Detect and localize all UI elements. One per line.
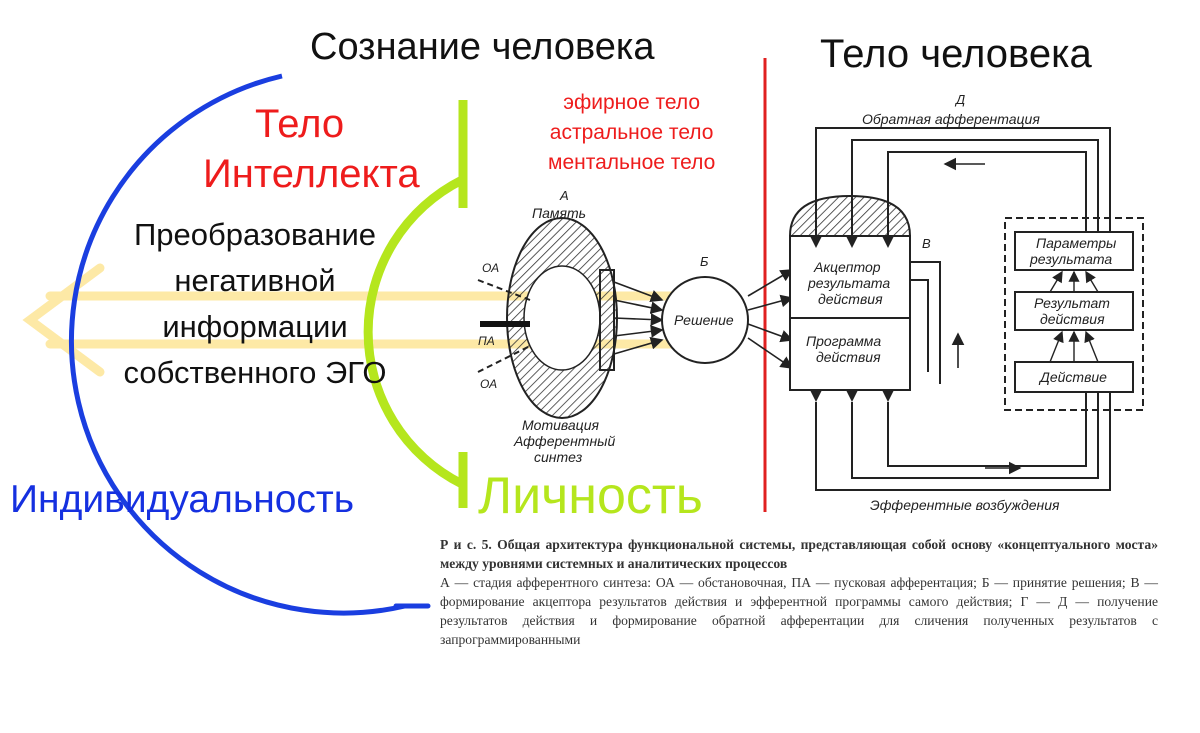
decision-circle bbox=[661, 276, 749, 364]
intellect-body-label-2: Интеллекта bbox=[203, 152, 420, 196]
label-efferent: Эфферентные возбуждения bbox=[870, 497, 1060, 513]
label-params-2: результата bbox=[1029, 251, 1112, 267]
label-motivation: Мотивация bbox=[522, 417, 599, 433]
afferent-synthesis-block bbox=[477, 217, 664, 419]
figure-caption: Р и с. 5. Общая архитектура функциональн… bbox=[440, 535, 1158, 649]
results-dashed-frame bbox=[1004, 217, 1144, 411]
astral-body-label: астральное тело bbox=[549, 121, 714, 144]
label-acceptor-3: действия bbox=[818, 291, 883, 307]
intellect-body-label-1: Тело bbox=[255, 102, 345, 146]
label-feedback: Обратная афферентация bbox=[862, 111, 1040, 127]
mental-body-label: ментальное тело bbox=[548, 151, 716, 174]
label-result-1: Результат bbox=[1034, 295, 1110, 311]
label-memory: Память bbox=[532, 205, 586, 221]
result-arrows bbox=[1049, 270, 1099, 363]
human-body-heading: Тело человека bbox=[820, 32, 1092, 76]
label-result-2: действия bbox=[1040, 311, 1105, 327]
individuality-label: Индивидуальность bbox=[10, 478, 355, 521]
label-acceptor-1: Акцептор bbox=[813, 259, 881, 275]
acceptor-block bbox=[788, 194, 912, 402]
label-synthesis: синтез bbox=[534, 449, 583, 465]
label-action: Действие bbox=[1038, 369, 1107, 385]
label-a: А bbox=[559, 188, 569, 203]
caption-body: А — стадия афферентного синтеза: ОА — об… bbox=[440, 575, 1158, 647]
params-box bbox=[1014, 231, 1134, 271]
label-acceptor-2: результата bbox=[807, 275, 890, 291]
caption-title: Р и с. 5. Общая архитектура функциональн… bbox=[440, 537, 1158, 571]
etheric-body-label: эфирное тело bbox=[563, 91, 701, 114]
decision-output-arrows bbox=[747, 269, 794, 369]
label-v: В bbox=[922, 236, 931, 251]
personality-label: Личность bbox=[478, 467, 703, 525]
label-program-1: Программа bbox=[806, 333, 881, 349]
consciousness-heading: Сознание человека bbox=[310, 26, 655, 68]
subtle-bodies-list: эфирное тело астральное тело ментальное … bbox=[548, 88, 715, 178]
efferent-loops bbox=[815, 380, 1111, 491]
personality-arc bbox=[363, 175, 465, 489]
transformation-text: Преобразование негативной информации соб… bbox=[123, 217, 387, 390]
label-params-1: Параметры bbox=[1036, 235, 1117, 251]
label-pa: ПА bbox=[478, 334, 495, 348]
individuality-arc bbox=[68, 73, 406, 616]
label-d: Д bbox=[954, 92, 965, 107]
label-afferent: Афферентный bbox=[513, 433, 615, 449]
label-decision: Решение bbox=[674, 312, 734, 328]
label-oa-top: ОА bbox=[482, 261, 499, 275]
label-program-2: действия bbox=[816, 349, 881, 365]
label-b: Б bbox=[700, 254, 709, 269]
label-oa-bottom: ОА bbox=[480, 377, 497, 391]
action-box bbox=[1014, 361, 1134, 393]
